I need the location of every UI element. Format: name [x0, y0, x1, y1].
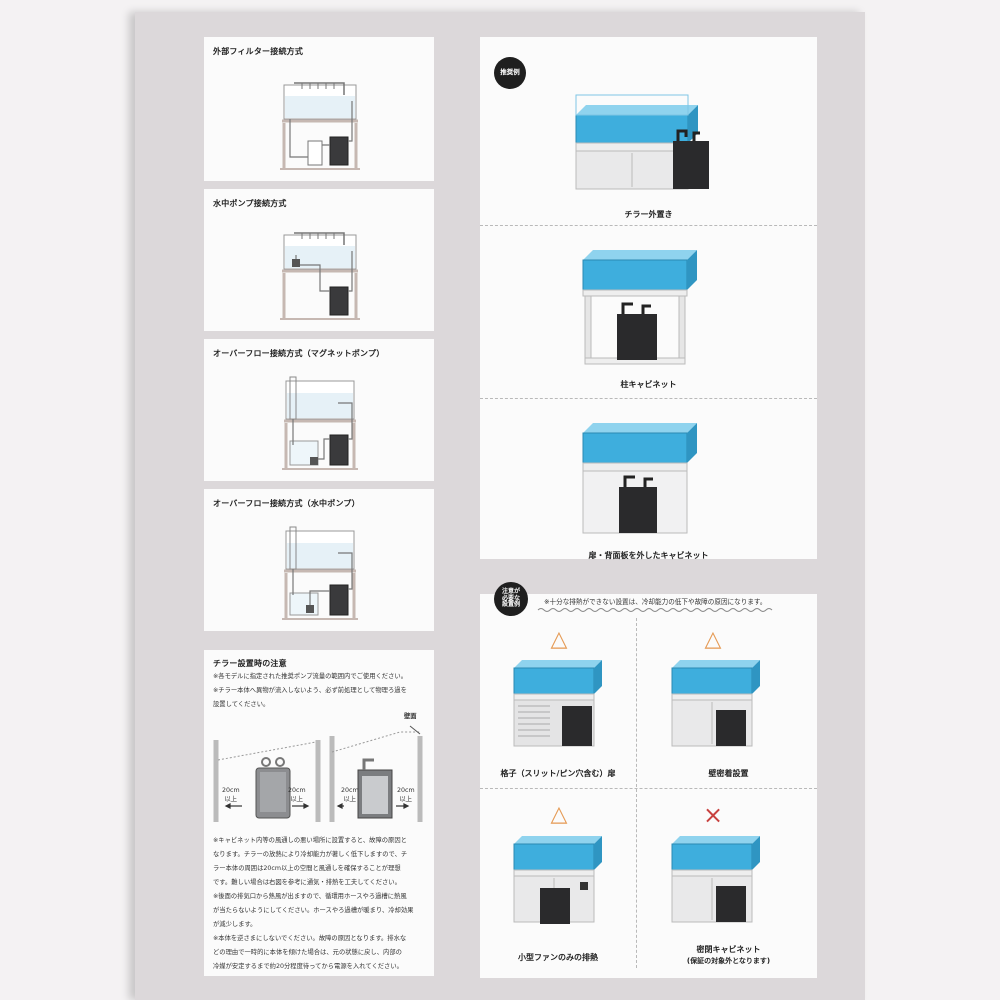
clearance-value: 20cm	[288, 787, 306, 794]
caution-note-line: どの理由で一時的に本体を傾けた場合は、元の状態に戻し、内部の	[213, 949, 402, 956]
clearance-label: 20cm 以上	[222, 786, 240, 804]
caution-intro-line: ※チラー本体へ異物が流入しないよう、必ず前処理として物理ろ過を	[213, 687, 407, 694]
slit-door-cabinet-illustration	[513, 660, 602, 747]
caution-notes: ※キャビネット内等の風通しの悪い場所に設置すると、故障の原因と なります。チラー…	[213, 834, 413, 974]
clearance-suffix: 以上	[399, 796, 413, 803]
caution-note-line: なります。チラーの放熱により冷却能力が著しく低下しますので、チ	[213, 851, 408, 858]
badge-line: 設置例	[501, 601, 520, 609]
attention-caption: 格子（スリット/ピン穴含む）扉	[500, 769, 616, 778]
clearance-value: 20cm	[222, 787, 240, 794]
caution-note-line: が当たらないようにしてください。ホースやろ過槽が暖まり、冷却効果	[213, 907, 414, 914]
system-panel-overflow-submersible-pump: オーバーフロー接続方式（水中ポンプ）	[204, 489, 434, 631]
wall-label: 壁面	[404, 713, 417, 720]
cross-icon: ×	[702, 801, 724, 829]
system-title: 外部フィルター接続方式	[213, 47, 304, 56]
clearance-suffix: 以上	[290, 796, 304, 803]
system-title: オーバーフロー接続方式（マグネットポンプ）	[213, 349, 385, 358]
attention-caption: 小型ファンのみの排熱	[518, 953, 598, 962]
chiller-outside-illustration	[575, 94, 709, 190]
caution-note-line: が減少します。	[213, 921, 257, 928]
caution-note-line: ※後面の排気口から熱風が出ますので、循環用ホースやろ過槽に熱風	[213, 893, 407, 900]
attention-caption: 密閉キャビネット	[696, 945, 761, 954]
clearance-label: 20cm 以上	[397, 786, 415, 804]
clearance-diagram	[213, 725, 423, 822]
recommended-caption: 扉・背面板を外したキャビネット	[588, 551, 709, 560]
recommended-caption: チラー外置き	[624, 210, 673, 219]
divider	[480, 225, 817, 226]
sealed-cabinet-illustration	[671, 836, 760, 923]
caution-note-line: です。難しい場合は右図を参考に通気・排熱を工夫してください。	[213, 879, 401, 886]
divider	[480, 788, 817, 789]
clearance-suffix: 以上	[343, 796, 357, 803]
caution-title: チラー設置時の注意	[213, 659, 287, 668]
caution-intro: ※各モデルに指定された推奨ポンプ流量の範囲内でご使用ください。 ※チラー本体へ異…	[213, 670, 407, 712]
recommended-caption: 柱キャビネット	[620, 380, 677, 389]
clearance-value: 20cm	[397, 787, 415, 794]
clearance-suffix: 以上	[224, 796, 238, 803]
system-title: 水中ポンプ接続方式	[213, 199, 287, 208]
system-title: オーバーフロー接続方式（水中ポンプ）	[213, 499, 360, 508]
attention-subcaption: (保証の対象外となります)	[686, 957, 771, 965]
attention-panel: 注意が必要な設置例 ※十分な排熱ができない設置は、冷却能力の低下や故障の原因にな…	[480, 582, 817, 978]
triangle-warning-icon: △	[550, 627, 568, 652]
caution-note-line: ラー本体の周囲は20cm以上の空間と風通しを確保することが理想	[213, 865, 401, 872]
caution-note-line: ※本体を逆さまにしないでください。故障の原因となります。排水な	[213, 935, 407, 942]
external-filter-diagram	[280, 82, 360, 170]
small-fan-cabinet-illustration	[513, 836, 602, 924]
caution-note-line: ※キャビネット内等の風通しの悪い場所に設置すると、故障の原因と	[213, 837, 407, 844]
overflow-submersible-pump-diagram	[282, 526, 358, 620]
overflow-magnet-pump-diagram	[282, 376, 358, 470]
pillar-cabinet-illustration	[582, 250, 697, 365]
caution-note-line: 冷媒が安定するまで約20分程度待ってから電源を入れてください。	[213, 963, 403, 970]
open-cabinet-illustration	[582, 423, 697, 534]
recommended-badge: 推奨例	[494, 57, 526, 89]
divider	[480, 398, 817, 399]
triangle-warning-icon: △	[550, 802, 568, 827]
clearance-label: 20cm 以上	[341, 786, 359, 804]
caution-intro-line: ※各モデルに指定された推奨ポンプ流量の範囲内でご使用ください。	[213, 673, 407, 680]
system-panel-external-filter: 外部フィルター接続方式	[204, 37, 434, 181]
badge-line: 注意が	[501, 587, 520, 595]
badge-line: 必要な	[501, 594, 520, 602]
attention-caption: 壁密着設置	[708, 769, 749, 778]
catalog-sheet: 外部フィルター接続方式 水中ポンプ接続方式	[135, 12, 865, 1000]
clearance-value: 20cm	[341, 787, 359, 794]
system-panel-overflow-magnet-pump: オーバーフロー接続方式（マグネットポンプ）	[204, 339, 434, 481]
wavy-divider	[537, 608, 773, 612]
caution-intro-line: 設置してください。	[213, 701, 270, 708]
attention-badge: 注意が必要な設置例	[494, 582, 528, 616]
clearance-label: 20cm 以上	[288, 786, 306, 804]
submersible-pump-diagram	[280, 232, 360, 320]
system-panel-submersible-pump: 水中ポンプ接続方式	[204, 189, 434, 331]
wall-contact-cabinet-illustration	[671, 660, 760, 747]
recommended-panel: 推奨例 チラー外置き 柱キャビネット	[480, 37, 817, 560]
divider	[636, 618, 637, 968]
attention-header: ※十分な排熱ができない設置は、冷却能力の低下や故障の原因になります。	[544, 598, 767, 606]
triangle-warning-icon: △	[704, 627, 722, 652]
chiller-caution-panel: チラー設置時の注意 ※各モデルに指定された推奨ポンプ流量の範囲内でご使用ください…	[204, 650, 434, 976]
